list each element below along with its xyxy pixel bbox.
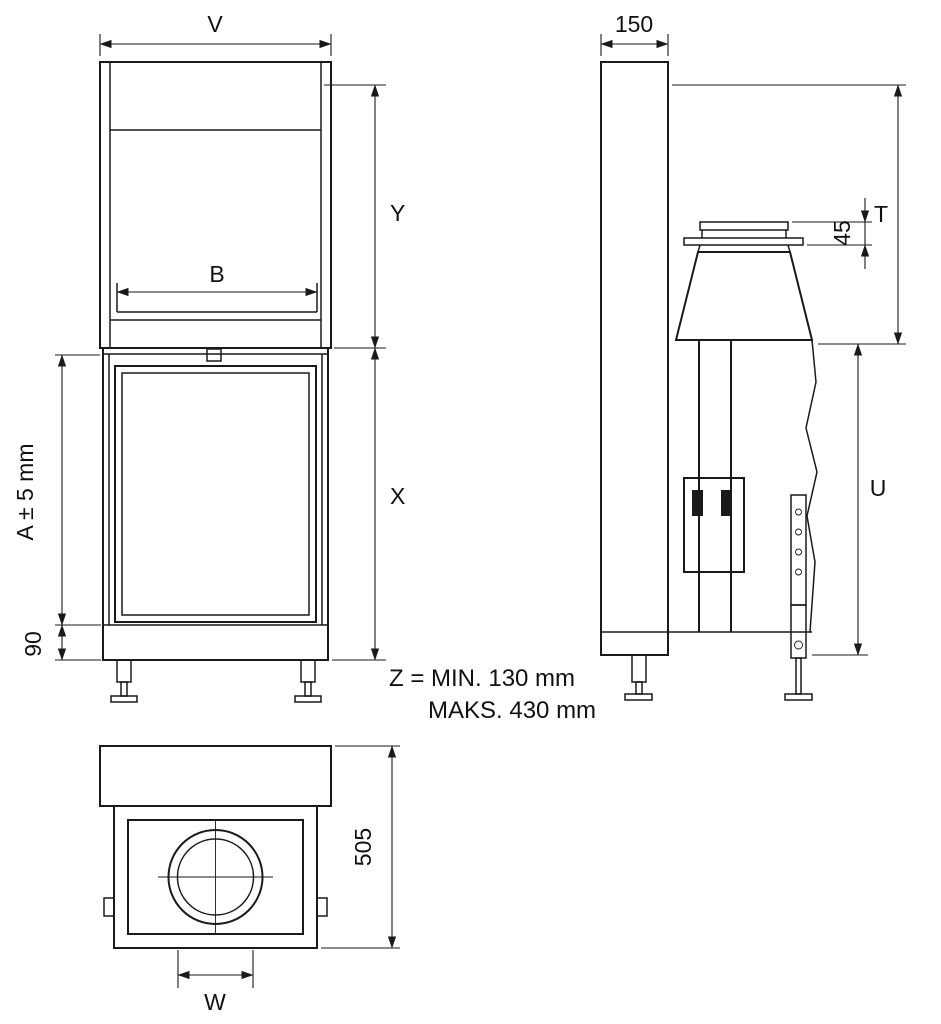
bracket-hole-4 xyxy=(795,568,802,576)
dim-label-u: U xyxy=(870,475,887,501)
damper-slot-left xyxy=(692,490,703,516)
rear-leg-hole xyxy=(794,640,803,650)
body-break-edge xyxy=(805,339,818,633)
dome-neck-right xyxy=(787,244,791,253)
dim-label-y: Y xyxy=(390,200,405,226)
bottom-top-slab xyxy=(99,745,332,807)
smoke-dome xyxy=(674,251,814,341)
dim-label-t: T xyxy=(874,201,888,227)
dim-label-90: 90 xyxy=(20,631,46,657)
side-front-frame xyxy=(600,61,669,656)
front-legs xyxy=(110,659,322,703)
left-leg-bolt xyxy=(120,681,128,697)
right-leg xyxy=(300,659,316,683)
rear-leg-bolt xyxy=(795,657,802,695)
side-front-leg-foot xyxy=(624,693,653,701)
front-upper-casing-outline xyxy=(99,61,332,349)
dim-label-150: 150 xyxy=(615,11,653,37)
leg-adjust-note-line1: Z = MIN. 130 mm xyxy=(389,665,575,692)
dim-label-45: 45 xyxy=(829,220,855,246)
rear-bracket xyxy=(790,494,807,606)
handle-tab xyxy=(206,348,222,362)
dim-label-v: V xyxy=(207,11,223,37)
glass-frame xyxy=(114,365,317,623)
glass-pane xyxy=(121,372,310,616)
side-view: 150 45 T U xyxy=(600,11,906,701)
bracket-hole-1 xyxy=(795,508,802,516)
right-leg-foot xyxy=(294,695,322,703)
side-front-leg xyxy=(631,654,647,683)
rear-leg-foot xyxy=(784,693,813,701)
flue-collar-top-plate xyxy=(699,221,789,231)
dim-label-a: A ± 5 mm xyxy=(12,444,38,541)
dome-neck-left xyxy=(697,244,701,253)
left-mount-tab xyxy=(103,897,115,917)
dim-label-b: B xyxy=(209,261,224,287)
right-leg-bolt xyxy=(304,681,312,697)
left-leg xyxy=(116,659,132,683)
front-firebox-outline xyxy=(102,347,329,661)
right-mount-tab xyxy=(316,897,328,917)
dim-label-505: 505 xyxy=(350,828,376,866)
front-view: V Y B X A ± 5 mm 90 Z = MIN. 130 mm MAKS… xyxy=(12,11,596,724)
leg-adjust-note-line2: MAKS. 430 mm xyxy=(428,697,596,724)
bottom-body xyxy=(113,805,318,949)
flue-collar-base-plate xyxy=(683,237,804,246)
left-leg-foot xyxy=(110,695,138,703)
bottom-view: 505 W xyxy=(99,745,400,1015)
damper-box xyxy=(683,477,745,573)
bracket-hole-2 xyxy=(795,528,802,536)
bracket-hole-3 xyxy=(795,548,802,556)
dim-label-w: W xyxy=(204,989,226,1015)
side-front-leg-bolt xyxy=(635,681,643,695)
damper-slot-right xyxy=(721,490,732,516)
dim-label-x: X xyxy=(390,483,405,509)
